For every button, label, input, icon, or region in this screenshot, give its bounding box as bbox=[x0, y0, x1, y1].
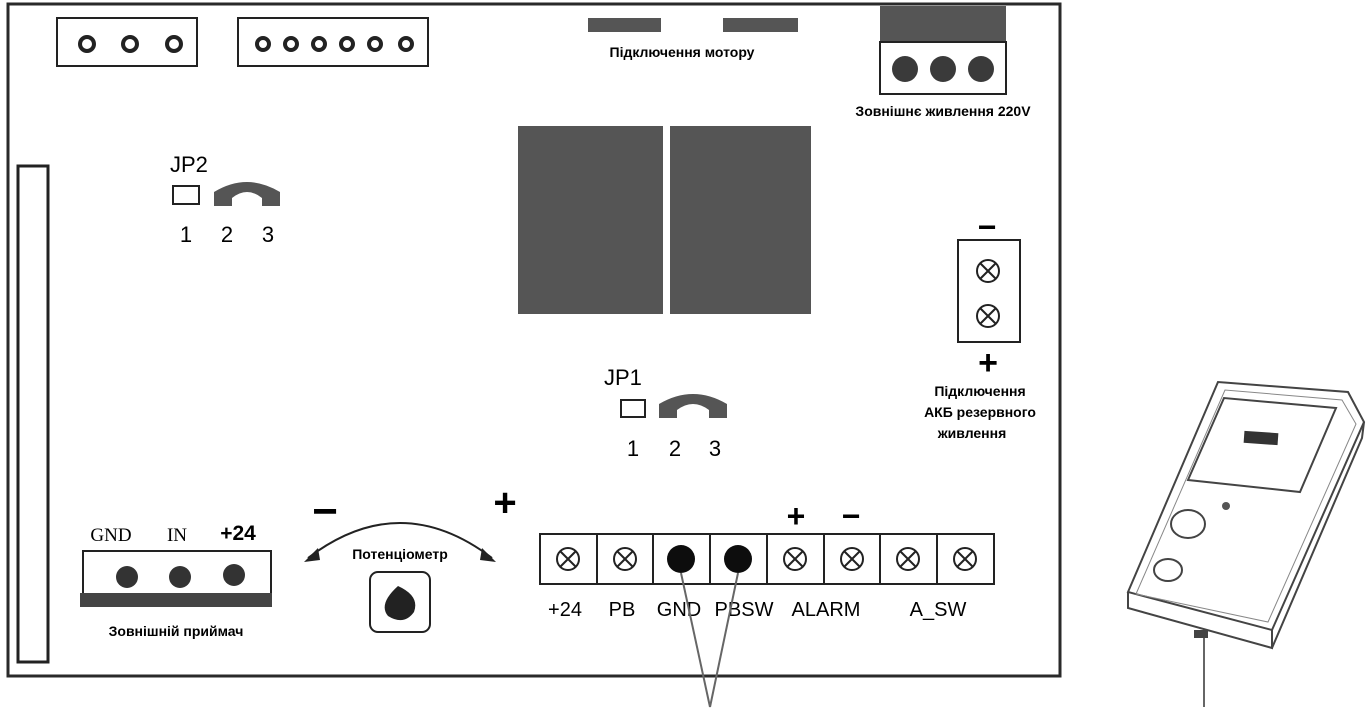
battery-plus: + bbox=[978, 344, 998, 382]
terminal-screw-5 bbox=[783, 547, 807, 571]
jp1-pin-2: 2 bbox=[669, 436, 681, 461]
remote-control-device bbox=[1126, 380, 1366, 707]
terminal-screw-7 bbox=[896, 547, 920, 571]
pot-range-arc bbox=[307, 522, 493, 559]
receiver-pin-gnd-label: GND bbox=[90, 525, 131, 546]
terminal-label-pb: PB bbox=[609, 599, 636, 621]
device-display bbox=[1186, 396, 1338, 494]
jumper-jp1: JP1 1 2 3 bbox=[604, 365, 727, 461]
battery-screw-top bbox=[976, 259, 1000, 283]
terminal-screw-2 bbox=[613, 547, 637, 571]
jumper-jp2: JP2 1 2 3 bbox=[170, 152, 280, 247]
pot-label: Потенціометр bbox=[352, 546, 448, 562]
jp2-title: JP2 bbox=[170, 152, 208, 177]
terminal-label-pbsw: PBSW bbox=[715, 599, 774, 621]
header-3pin bbox=[56, 17, 198, 67]
receiver-connector: GND IN +24 Зовнішній приймач bbox=[80, 522, 272, 639]
terminal-screw-8 bbox=[953, 547, 977, 571]
receiver-caption: Зовнішній приймач bbox=[109, 623, 244, 639]
pot-knob-housing bbox=[369, 571, 431, 633]
relay-left bbox=[518, 126, 663, 314]
battery-label-line-1: Підключення bbox=[934, 383, 1025, 399]
device-button-1 bbox=[1170, 509, 1206, 539]
terminal-label-alarm: ALARM bbox=[792, 599, 861, 621]
battery-label-line-3: живлення bbox=[937, 425, 1007, 441]
pcb-outline bbox=[6, 2, 1062, 678]
pot-plus: + bbox=[493, 481, 516, 525]
alarm-minus-sign: − bbox=[842, 498, 861, 534]
power-terminal-220v: Зовнішнє живлення 220V bbox=[855, 6, 1031, 119]
jp1-pin-1: 1 bbox=[627, 436, 639, 461]
terminal-label-24: +24 bbox=[548, 599, 582, 621]
pot-knob bbox=[384, 586, 416, 621]
terminal-label-gnd: GND bbox=[657, 599, 701, 621]
jp2-pin-3: 3 bbox=[262, 222, 274, 247]
jp2-pin-1: 1 bbox=[180, 222, 192, 247]
battery-minus: − bbox=[978, 209, 997, 245]
power-label: Зовнішнє живлення 220V bbox=[855, 103, 1031, 119]
wire-gnd bbox=[680, 572, 711, 708]
terminal-screw-6 bbox=[840, 547, 864, 571]
battery-label-line-2: АКБ резервного bbox=[924, 404, 1036, 420]
alarm-plus-sign: + bbox=[787, 498, 806, 534]
terminal-pbsw-highlight bbox=[724, 545, 752, 573]
relay-right bbox=[670, 126, 811, 314]
main-terminal-block: + − bbox=[539, 498, 995, 621]
terminal-screw-1 bbox=[556, 547, 580, 571]
jp1-title: JP1 bbox=[604, 365, 642, 390]
left-edge-connector bbox=[16, 164, 50, 664]
jp2-pin-2: 2 bbox=[221, 222, 233, 247]
receiver-pin-in-label: IN bbox=[167, 525, 187, 546]
terminal-gnd-highlight bbox=[667, 545, 695, 573]
motor-label: Підключення мотору bbox=[610, 44, 755, 60]
pot-minus: − bbox=[312, 487, 338, 536]
wire-pbsw bbox=[709, 572, 739, 708]
device-button-2 bbox=[1153, 558, 1183, 582]
potentiometer: − + Потенціометр bbox=[304, 481, 517, 633]
battery-connector: − + Підключення АКБ резервного живлення bbox=[924, 209, 1036, 441]
receiver-pin-24-label: +24 bbox=[220, 522, 256, 545]
terminal-label-asw: A_SW bbox=[910, 599, 967, 621]
battery-screw-bottom bbox=[976, 304, 1000, 328]
jp1-pin-3: 3 bbox=[709, 436, 721, 461]
header-6pin bbox=[237, 17, 429, 67]
motor-connector: Підключення мотору bbox=[588, 18, 798, 60]
